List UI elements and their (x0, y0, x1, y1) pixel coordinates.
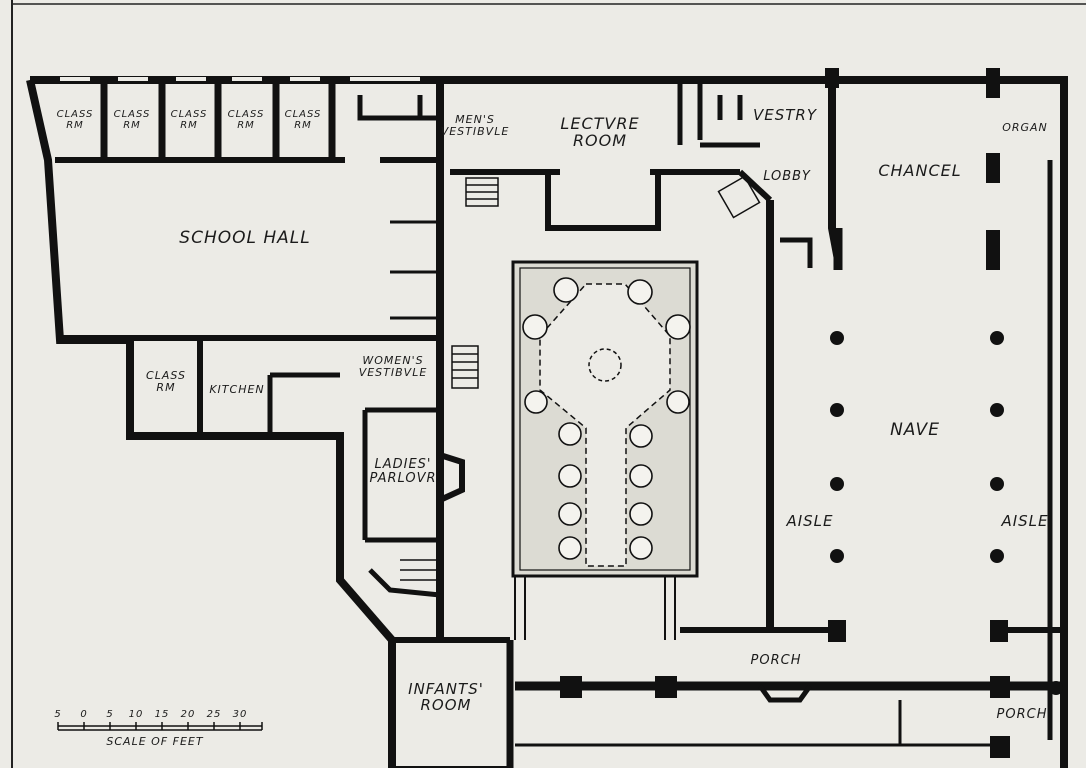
class-partitions (100, 80, 336, 162)
aisle-left-label: AISLE (786, 512, 834, 530)
scale-bar (57, 722, 263, 731)
scale-label: SCALE OF FEET (106, 735, 204, 748)
chancel-label: CHANCEL (878, 161, 962, 180)
church-walls (392, 76, 1068, 768)
lobby-label: LOBBY (763, 169, 811, 184)
school-hall-label: SCHOOL HALL (179, 228, 311, 248)
ladies-parlour-label: LADIES'PARLOVR (369, 457, 437, 486)
shrubs (522, 277, 691, 560)
hall-fixtures (390, 220, 440, 320)
school-wing-walls (26, 76, 465, 768)
porch-center-label: PORCH (750, 653, 802, 668)
stairs (400, 175, 761, 581)
organ-label: ORGAN (1002, 121, 1048, 134)
scale-tick-label: 5 (54, 709, 62, 720)
scale-tick-label: 15 (154, 709, 170, 720)
infants-room-label: INFANTS'ROOM (408, 680, 484, 714)
scale-tick-label: 30 (232, 709, 248, 720)
nave-columns (560, 68, 1063, 758)
scale-tick-label: 20 (180, 709, 196, 720)
scale-tick-label: 5 (106, 709, 114, 720)
courtyard (511, 260, 699, 640)
kitchen-label: KITCHEN (209, 383, 265, 396)
porch-right-label: PORCH (996, 707, 1048, 722)
nave-label: NAVE (890, 420, 940, 440)
scale-tick-label: 25 (206, 709, 222, 720)
vestry-label: VESTRY (752, 106, 817, 124)
aisle-right-label: AISLE (1001, 512, 1049, 530)
scale-tick-label: 0 (80, 709, 88, 720)
vestry-walls (357, 80, 813, 268)
scale-tick-label: 10 (128, 709, 144, 720)
